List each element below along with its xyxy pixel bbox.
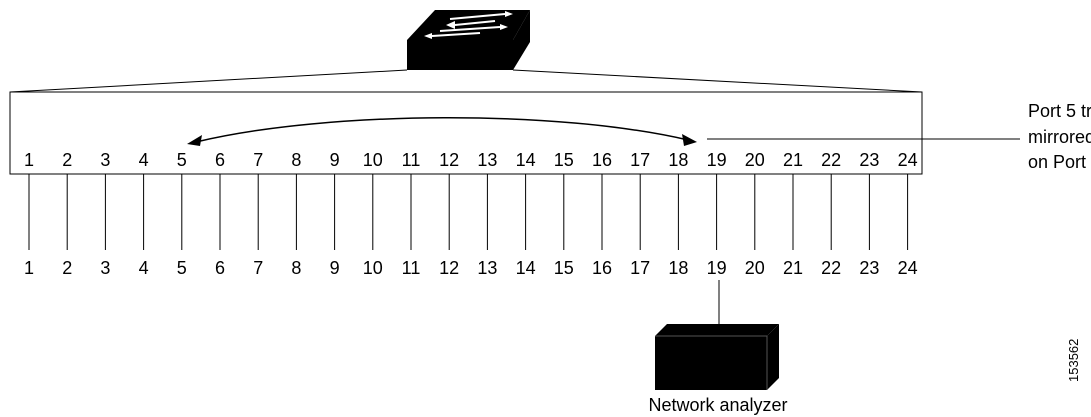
port-label-bottom-2: 2 (62, 258, 72, 278)
port-label-bottom-24: 24 (898, 258, 918, 278)
port-label-bottom-12: 12 (439, 258, 459, 278)
port-label-top-20: 20 (745, 150, 765, 170)
port-label-bottom-14: 14 (516, 258, 536, 278)
port-label-top-22: 22 (821, 150, 841, 170)
port-label-bottom-18: 18 (668, 258, 688, 278)
port-label-top-10: 10 (363, 150, 383, 170)
port-label-top-19: 19 (707, 150, 727, 170)
arrowhead-left (187, 135, 202, 146)
port-label-top-7: 7 (253, 150, 263, 170)
port-label-top-9: 9 (330, 150, 340, 170)
port-label-top-1: 1 (24, 150, 34, 170)
arrowhead-right (682, 134, 697, 146)
analyzer-label: Network analyzer (648, 395, 787, 415)
port-lines (28, 174, 909, 250)
fan-line-right (512, 69, 923, 93)
figure-id: 153562 (1066, 339, 1081, 382)
switch-icon (407, 10, 530, 70)
port-label-top-14: 14 (516, 150, 536, 170)
port-label-top-2: 2 (62, 150, 72, 170)
port-label-bottom-3: 3 (100, 258, 110, 278)
port-label-bottom-7: 7 (253, 258, 263, 278)
callout-line-1: Port 5 traffic (1028, 101, 1091, 121)
port-label-top-16: 16 (592, 150, 612, 170)
port-label-top-15: 15 (554, 150, 574, 170)
port-label-bottom-19: 19 (707, 258, 727, 278)
port-label-top-8: 8 (291, 150, 301, 170)
port-label-bottom-21: 21 (783, 258, 803, 278)
port-label-top-4: 4 (139, 150, 149, 170)
port-label-top-17: 17 (630, 150, 650, 170)
port-label-bottom-10: 10 (363, 258, 383, 278)
port-label-bottom-15: 15 (554, 258, 574, 278)
port-label-bottom-17: 17 (630, 258, 650, 278)
port-label-bottom-22: 22 (821, 258, 841, 278)
port-label-bottom-4: 4 (139, 258, 149, 278)
port-label-top-5: 5 (177, 150, 187, 170)
port-label-top-6: 6 (215, 150, 225, 170)
port-label-bottom-16: 16 (592, 258, 612, 278)
callout-line-3: on Port 19 (1028, 152, 1091, 172)
port-label-top-21: 21 (783, 150, 803, 170)
port-label-top-24: 24 (898, 150, 918, 170)
port-label-bottom-5: 5 (177, 258, 187, 278)
network-analyzer-icon (655, 324, 779, 390)
port-label-bottom-23: 23 (859, 258, 879, 278)
port-label-top-3: 3 (100, 150, 110, 170)
fan-line-left (9, 69, 408, 93)
port-label-bottom-9: 9 (330, 258, 340, 278)
port-label-top-12: 12 (439, 150, 459, 170)
port-label-top-18: 18 (668, 150, 688, 170)
port-label-top-11: 11 (402, 150, 421, 170)
port-label-top-23: 23 (859, 150, 879, 170)
port-label-bottom-13: 13 (477, 258, 497, 278)
port-panel (9, 91, 923, 175)
port-label-bottom-20: 20 (745, 258, 765, 278)
port-label-bottom-1: 1 (24, 258, 34, 278)
mirror-arrow (187, 117, 697, 146)
port-label-top-13: 13 (477, 150, 497, 170)
port-label-bottom-8: 8 (291, 258, 301, 278)
callout-line-2: mirrored (1028, 127, 1091, 147)
port-label-bottom-11: 11 (402, 258, 421, 278)
port-label-bottom-6: 6 (215, 258, 225, 278)
